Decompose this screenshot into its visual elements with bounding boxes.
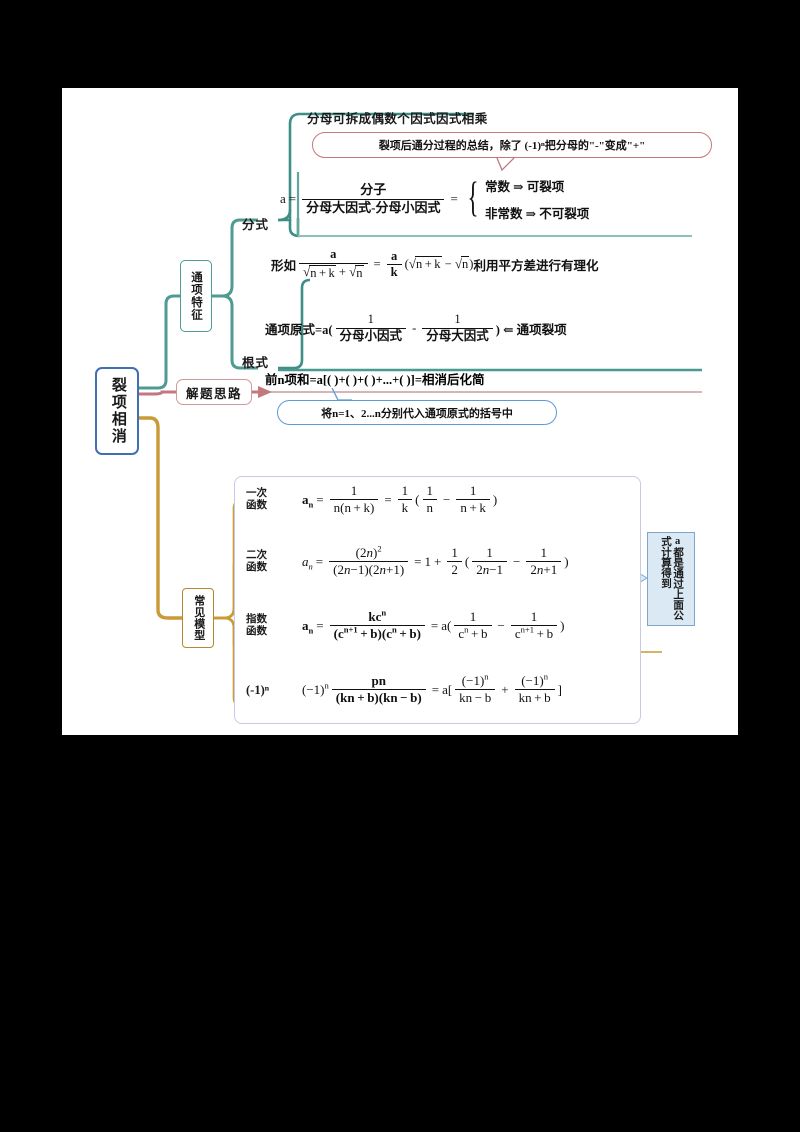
model-tag-exponential: 指数 函数	[246, 614, 288, 638]
sublabel-fraction[interactable]: 分式	[242, 218, 270, 232]
model-tag-exponential-line1: 指数	[246, 613, 267, 625]
formula-case-2: 非常数 ⇒ 不可裂项	[484, 207, 590, 221]
branch-node-feature[interactable]: 通项特征	[180, 260, 212, 332]
model-tag-alternating: (-1)ⁿ	[246, 683, 288, 697]
note-box-text: a都是通过上面公式计算得到	[660, 536, 684, 621]
model-tag-exponential-line2: 函数	[246, 625, 267, 637]
note-box-formula-source: a都是通过上面公式计算得到	[647, 532, 695, 626]
line-root-to-approach	[139, 390, 176, 396]
general-term-frac1-den: 分母小因式	[335, 327, 407, 344]
mindmap-page: 裂项相消 通项特征 解题思路 常见模型 分式 根式 分母可拆成偶数个因式因式相乘…	[62, 88, 738, 735]
models-container	[234, 476, 641, 724]
line-feature-to-radical	[212, 294, 258, 370]
formula-fraction-lhs: a	[280, 191, 286, 206]
mindmap-canvas: 裂项相消 通项特征 解题思路 常见模型 分式 根式 分母可拆成偶数个因式因式相乘…	[62, 88, 738, 735]
branch-label-approach: 解题思路	[185, 386, 242, 401]
branch-node-approach[interactable]: 解题思路	[176, 379, 252, 405]
formula-fraction-numerator: 分子	[360, 182, 387, 198]
fraction-headline: 分母可拆成偶数个因式因式相乘	[307, 112, 488, 126]
general-term-frac1-num: 1	[367, 312, 374, 326]
formula-fraction-denominator: 分母大因式-分母小因式	[302, 198, 445, 215]
cases-brace-icon: {	[467, 175, 479, 222]
model-tag-alternating-line1: (-1)ⁿ	[246, 682, 270, 697]
formula-radical: 形如 a √n + k + √n = a k (√n + k − √n) 利用平…	[271, 247, 599, 280]
callout-fraction-text: 裂项后通分过程的总结，除了 (-1)ⁿ把分母的"-"变成"+"	[378, 140, 646, 152]
arrow-approach	[258, 386, 272, 398]
model-tag-quadratic-line1: 二次	[246, 549, 267, 561]
line-root-to-models	[139, 416, 182, 620]
model-tag-linear: 一次 函数	[246, 488, 288, 512]
formula-partial-sum: 前n项和=a[( )+( )+( )+...+( )]=相消后化简	[265, 373, 485, 387]
model-tag-linear-line1: 一次	[246, 487, 267, 499]
general-term-minus: -	[412, 320, 417, 335]
branch-label-models: 常见模型	[192, 595, 205, 641]
formula-case-1: 常数 ⇒ 可裂项	[484, 180, 565, 194]
root-label: 裂项相消	[109, 377, 126, 445]
callout-substitution-text: 将n=1、2...n分别代入通项原式的括号中	[321, 407, 513, 420]
blue-bubble-tail	[331, 387, 352, 401]
formula-radical-prefix: 形如	[271, 259, 297, 274]
general-term-frac2-den: 分母大因式	[422, 327, 493, 344]
line-root-to-feature	[139, 294, 180, 390]
model-row-alternating: (-1)ⁿ (−1)n pn(kn + b)(kn − b) =a[ (−1)n…	[246, 671, 562, 706]
model-tag-quadratic: 二次 函数	[246, 550, 288, 574]
pink-bubble-tail	[496, 157, 515, 172]
callout-substitution: 将n=1、2...n分别代入通项原式的括号中	[277, 400, 557, 425]
branch-node-models[interactable]: 常见模型	[182, 588, 214, 648]
line-radical-riser	[278, 278, 311, 370]
root-node[interactable]: 裂项相消	[95, 367, 139, 455]
formula-fraction-criterion: a = 分子 分母大因式-分母小因式 = { 常数 ⇒ 可裂项 非常数 ⇒ 不可…	[280, 175, 590, 222]
model-tag-linear-line2: 函数	[246, 499, 267, 511]
model-tag-quadratic-line2: 函数	[246, 561, 267, 573]
branch-label-feature: 通项特征	[190, 271, 203, 321]
callout-fraction-note: 裂项后通分过程的总结，除了 (-1)ⁿ把分母的"-"变成"+"	[312, 132, 712, 158]
sublabel-radical[interactable]: 根式	[242, 356, 270, 370]
general-term-lhs: 通项原式=a(	[265, 322, 333, 337]
general-term-frac2-num: 1	[454, 312, 461, 326]
formula-radical-suffix: 利用平方差进行有理化	[473, 259, 599, 274]
formula-general-term: 通项原式=a( 1 分母小因式 - 1 分母大因式 ) ⇐ 通项裂项	[265, 312, 567, 344]
general-term-tail: ) ⇐ 通项裂项	[495, 322, 567, 337]
